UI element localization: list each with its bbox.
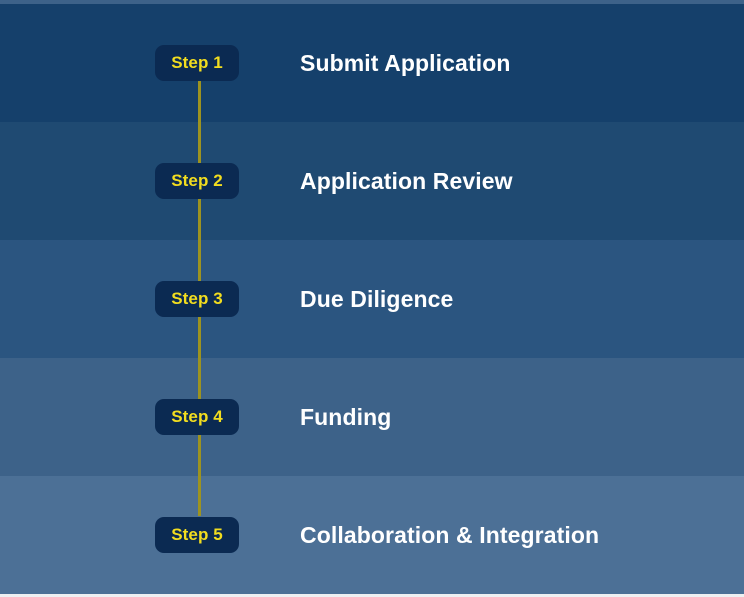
connector-line-2-3: [198, 181, 201, 299]
band-step-2: [0, 122, 744, 240]
step-row-2[interactable]: Step 2 Application Review: [0, 122, 744, 240]
connector-line-4-5: [198, 417, 201, 516]
band-stack: Step 1 Submit Application Step 2 Applica…: [0, 4, 744, 594]
band-step-3: [0, 240, 744, 358]
step-row-1[interactable]: Step 1 Submit Application: [0, 4, 744, 122]
top-edge-sliver: [0, 0, 744, 5]
step-row-3[interactable]: Step 3 Due Diligence: [0, 240, 744, 358]
step-badge-5[interactable]: Step 5: [155, 517, 239, 553]
step-title-5: Collaboration & Integration: [300, 521, 600, 548]
connector-line-1-2: [198, 63, 201, 181]
step-title-1: Submit Application: [300, 49, 511, 76]
step-title-2: Application Review: [300, 167, 513, 194]
step-title-3: Due Diligence: [300, 285, 454, 312]
connector-line-3-4: [198, 299, 201, 417]
step-badge-1[interactable]: Step 1: [155, 45, 239, 81]
step-row-5[interactable]: Step 5 Collaboration & Integration: [0, 476, 744, 594]
band-step-4: [0, 358, 744, 476]
band-step-1: [0, 4, 744, 122]
step-badge-4[interactable]: Step 4: [155, 399, 239, 435]
step-title-4: Funding: [300, 403, 392, 430]
step-badge-2[interactable]: Step 2: [155, 163, 239, 199]
band-step-5: [0, 476, 744, 594]
step-row-4[interactable]: Step 4 Funding: [0, 358, 744, 476]
step-badge-3[interactable]: Step 3: [155, 281, 239, 317]
